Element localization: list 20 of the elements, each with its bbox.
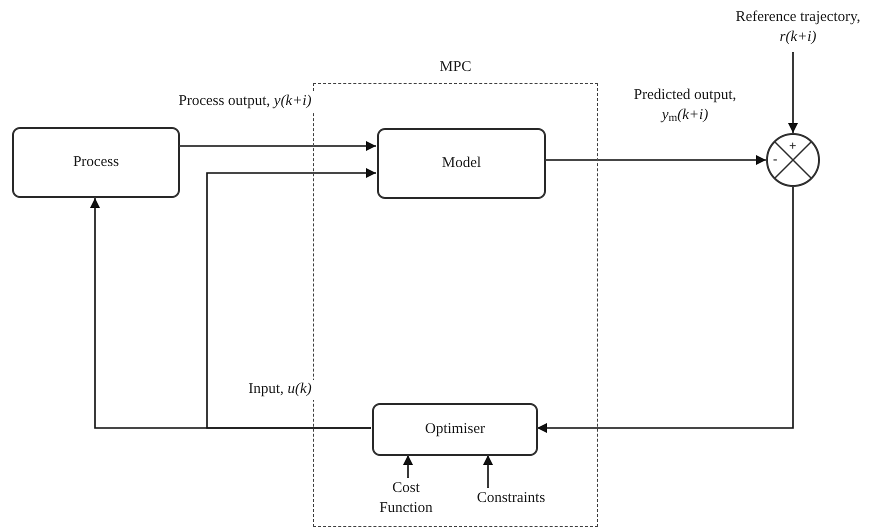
process-box xyxy=(372,403,538,456)
summing-junction xyxy=(766,133,820,187)
arrow xyxy=(537,187,794,433)
group-title: MPC xyxy=(438,58,472,77)
arrow xyxy=(483,455,493,488)
arrow xyxy=(788,52,798,133)
text-label: Cost Function xyxy=(376,479,436,527)
node-label: Process xyxy=(73,153,119,172)
node-label: Model xyxy=(442,154,482,174)
text-label: Reference trajectory, r(k+i) xyxy=(718,8,878,52)
text-label: Constraints xyxy=(456,489,566,513)
arrow xyxy=(403,455,413,478)
process-box xyxy=(12,127,180,198)
node-label: Optimiser xyxy=(425,420,485,440)
arrow xyxy=(180,141,376,151)
process-box xyxy=(377,128,546,199)
plus-sign: + xyxy=(789,139,796,152)
minus-sign: - xyxy=(773,152,778,165)
arrow xyxy=(206,168,376,429)
arrow xyxy=(545,155,766,165)
